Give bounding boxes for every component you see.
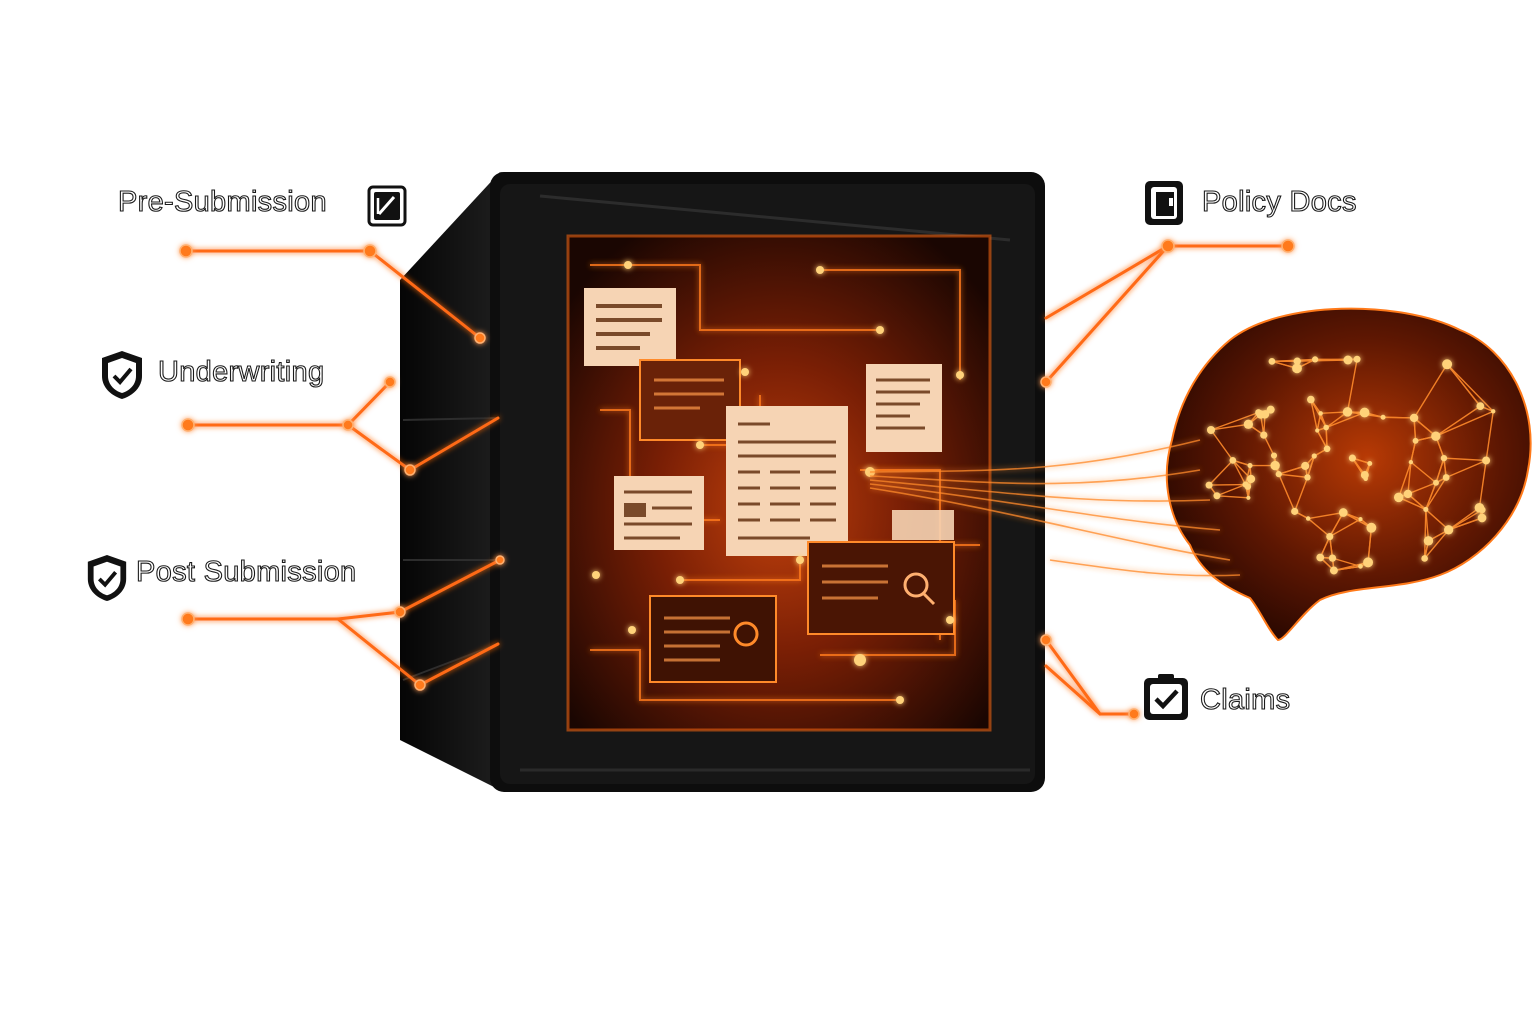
brain-node [1442,359,1452,369]
stage-label-policy-docs: Policy Docs [1202,188,1357,217]
brain-node [1421,555,1428,562]
brain-node [1354,356,1361,363]
brain-node [1324,445,1331,452]
brain-node [1301,462,1309,470]
server-cube [400,172,1046,792]
brain-node [1358,517,1362,521]
brain-node [1294,358,1301,365]
brain-node [1476,402,1484,410]
brain-node [1260,431,1267,438]
stage-label-claims: Claims [1200,686,1290,715]
brain-node [1409,460,1413,464]
brain-node [1404,490,1412,498]
brain-node [1394,493,1403,502]
brain-node [1312,356,1318,362]
brain-node [1267,406,1275,414]
brain-node [1312,453,1317,458]
brain-node [1443,474,1450,481]
brain-link [1383,417,1414,418]
brain-node [1363,557,1373,567]
brain-node [1323,425,1329,431]
brain-node [1431,432,1440,441]
brain-node [1330,567,1338,575]
brain-node [1271,452,1277,458]
brain-node [1444,525,1453,534]
brain-node [1413,438,1419,444]
brain-node [1304,474,1310,480]
brain-node [1367,461,1372,466]
brain-node [1423,507,1428,512]
brain-node [1358,564,1363,569]
brain-node [1491,409,1495,413]
brain-node [1381,415,1386,420]
brain-node [1349,455,1356,462]
brain-node [1316,554,1324,562]
brain-node [1247,475,1255,483]
brain-node [1207,426,1215,434]
brain-node [1292,363,1302,373]
brain-node [1247,463,1252,468]
brain-node [1318,411,1322,415]
brain-link [1315,359,1348,360]
neural-brain [1167,309,1531,640]
brain-node [1433,480,1439,486]
brain-node [1269,358,1276,365]
brain-node [1206,482,1213,489]
brain-node [1329,554,1336,561]
brain-node [1246,496,1250,500]
shield-check-icon [84,552,130,604]
brain-link [1209,485,1245,486]
brain-node [1343,356,1352,365]
stage-label-underwriting: Underwriting [158,358,324,387]
brain-node [1424,536,1433,545]
brain-node [1229,457,1236,464]
brain-node [1213,492,1220,499]
brain-node [1255,409,1262,416]
brain-node [1291,508,1298,515]
brain-node [1326,533,1333,540]
brain-node [1482,457,1490,465]
brain-node [1441,455,1447,461]
brain-node [1360,408,1370,418]
brain-node [1361,471,1369,479]
stage-label-post-submission: Post Submission [136,558,357,587]
brain-node [1270,461,1279,470]
brain-node [1410,414,1418,422]
brain-node [1276,471,1282,477]
brain-node [1339,508,1348,517]
brain-node [1478,514,1487,523]
brain-node [1366,523,1376,533]
brain-node [1315,428,1319,432]
clipboard-check-icon [1140,672,1192,724]
brain-node [1306,516,1310,520]
brain-node [1479,507,1486,514]
edit-square-icon [366,184,408,228]
brain-node [1343,407,1352,416]
stage-label-pre-submission: Pre-Submission [118,188,327,217]
brain-node [1244,420,1253,429]
brain-node [1307,396,1315,404]
document-icon [1142,178,1186,228]
shield-check-icon [98,348,146,402]
brain-node [1245,483,1251,489]
